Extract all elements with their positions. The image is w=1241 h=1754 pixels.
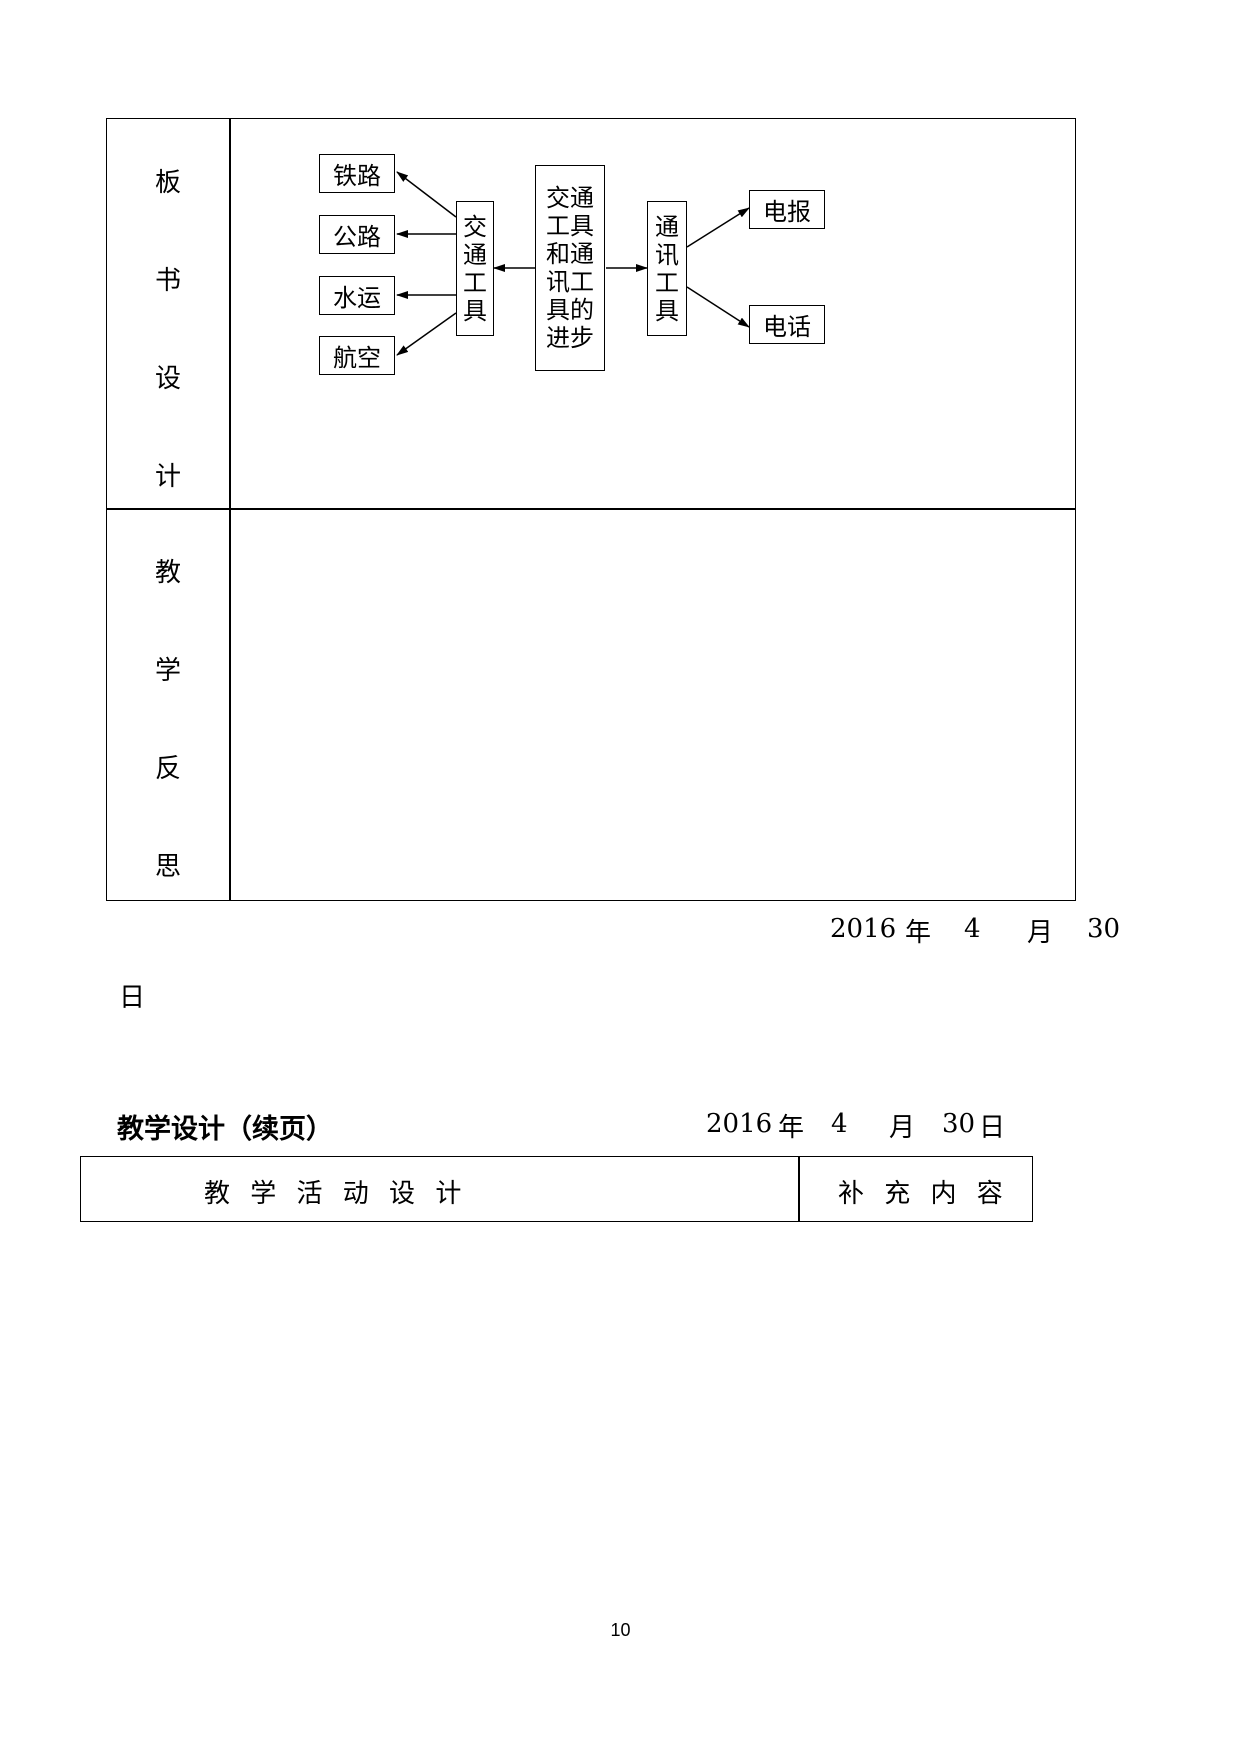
node-line: 进步 (546, 324, 594, 352)
node-char: 具 (463, 296, 487, 325)
continuation-date-day: 30 (942, 1109, 976, 1139)
node-communication-tools: 通 讯 工 具 (647, 201, 687, 336)
page-number: 10 (610, 1620, 631, 1640)
node-aviation: 航空 (319, 336, 395, 375)
reflection-label-char: 思 (154, 852, 181, 882)
date-day-unit: 日 (119, 983, 146, 1013)
continuation-column-divider (798, 1156, 800, 1222)
node-char: 交 (463, 212, 487, 241)
node-highway: 公路 (319, 215, 395, 254)
arrow-to-railway (396, 171, 457, 218)
continuation-date-month: 4 (831, 1109, 848, 1139)
node-transport-tools: 交 通 工 具 (456, 201, 494, 336)
reflection-label-char: 学 (154, 656, 181, 686)
node-char: 通 (463, 240, 487, 269)
node-char: 通 (655, 212, 679, 241)
node-char: 具 (655, 296, 679, 325)
reflection-label-char: 教 (154, 558, 181, 588)
header-teaching-activity: 教 学 活 动 设 计 (204, 1179, 468, 1209)
continuation-date-year-unit: 年 (778, 1113, 805, 1143)
arrow-to-telephone (686, 286, 750, 328)
date-year: 2016 (830, 914, 897, 944)
node-railway: 铁路 (319, 154, 395, 193)
continuation-table (80, 1156, 1033, 1222)
node-line: 具的 (546, 296, 594, 324)
board-design-label-char: 板 (154, 168, 181, 198)
continuation-title: 教学设计（续页） (117, 1114, 333, 1145)
arrow-to-telegraph (686, 207, 750, 248)
date-month: 4 (964, 914, 981, 944)
board-design-label-char: 计 (154, 462, 181, 492)
continuation-date-year: 2016 (706, 1109, 773, 1139)
node-center-topic: 交通 工具 和通 讯工 具的 进步 (535, 165, 605, 371)
date-year-unit: 年 (905, 918, 932, 948)
node-shipping: 水运 (319, 276, 395, 315)
node-line: 和通 (546, 240, 594, 268)
node-char: 工 (655, 268, 679, 297)
continuation-date-month-unit: 月 (889, 1113, 916, 1143)
node-telegraph: 电报 (749, 190, 825, 229)
date-month-unit: 月 (1027, 918, 1054, 948)
header-supplementary: 补 充 内 容 (838, 1179, 1009, 1209)
node-char: 讯 (655, 240, 679, 269)
node-telephone: 电话 (749, 305, 825, 344)
node-line: 工具 (546, 212, 594, 240)
node-line: 交通 (546, 184, 594, 212)
reflection-label-char: 反 (154, 754, 181, 784)
node-char: 工 (463, 268, 487, 297)
continuation-date-day-unit: 日 (979, 1113, 1006, 1143)
arrow-to-aviation (396, 312, 457, 356)
node-line: 讯工 (546, 268, 594, 296)
row-divider (106, 508, 1076, 510)
date-day: 30 (1087, 914, 1121, 944)
board-design-label-char: 设 (154, 364, 181, 394)
board-design-label-char: 书 (154, 266, 181, 296)
